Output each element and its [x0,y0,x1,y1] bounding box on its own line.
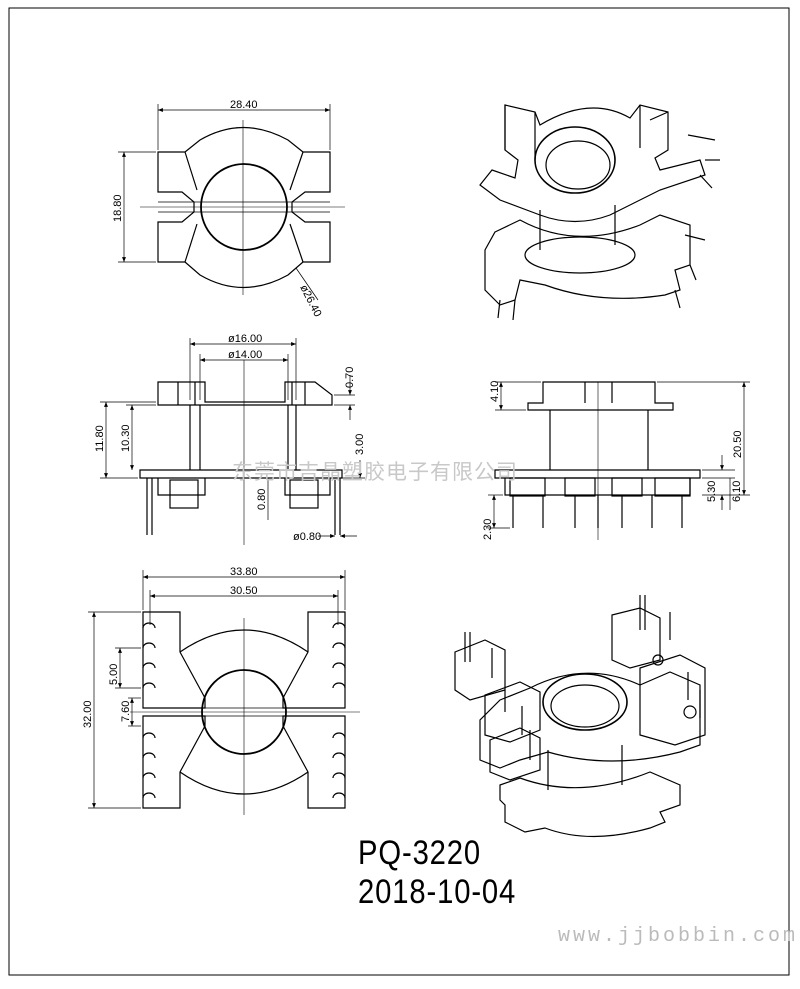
isometric-view-bottom [454,595,706,838]
dim-front-body-height: 10.30 [120,424,132,452]
front-view-dimensions [100,338,365,538]
dim-side-top-height: 4.10 [489,381,501,402]
dim-side-total-height: 20.50 [732,430,744,458]
dim-front-flange-thickness: 0.70 [344,367,356,388]
isometric-view-top [479,104,720,321]
top-view-dimensions [118,104,331,301]
bottom-view-dimensions [88,570,346,809]
dim-front-pin-diameter: ø0.80 [293,531,321,543]
dim-side-base-total: 6.10 [731,481,743,502]
company-watermark: 东莞市吉晶塑胶电子有限公司 [232,460,518,484]
dim-top-height: 18.80 [112,194,124,222]
dim-top-diameter: ø26.40 [297,283,323,319]
part-number: PQ-3220 [358,834,482,872]
drawing-border [8,7,790,976]
bottom-view [130,611,360,815]
dim-front-pin-offset: 3.00 [354,434,366,455]
dim-bottom-overall-height: 32.00 [82,700,94,728]
dim-side-pin-protrusion: 2.30 [482,519,494,540]
dim-bottom-pin-pitch: 5.00 [108,664,120,685]
website-url: www.jjbobbin.com [558,925,799,948]
side-view [494,381,701,540]
dim-side-base-height: 5.30 [706,481,718,502]
top-view [140,120,345,295]
side-view-dimensions [488,381,750,529]
dim-front-pin-length: 0.80 [256,489,268,510]
front-view [139,360,343,545]
dim-bottom-row-spacing: 7.60 [120,701,132,722]
dim-front-overall-height: 11.80 [94,425,106,452]
dim-bottom-overall-width: 33.80 [230,566,258,578]
dim-front-outer-diameter: ø16.00 [228,333,262,345]
drawing-date: 2018-10-04 [358,873,517,911]
dim-front-inner-diameter: ø14.00 [228,349,262,361]
dim-top-width: 28.40 [230,99,258,111]
dim-bottom-pin-span: 30.50 [230,585,258,597]
